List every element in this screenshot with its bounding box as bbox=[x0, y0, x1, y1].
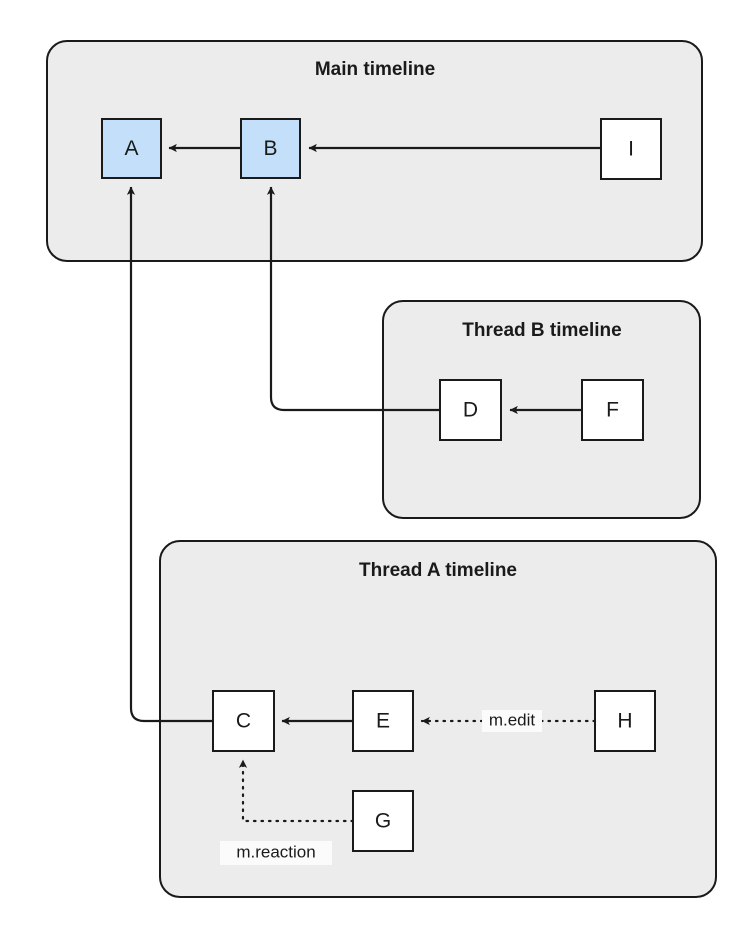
event-node-F[interactable]: F bbox=[581, 379, 644, 441]
event-node-E[interactable]: E bbox=[352, 690, 414, 752]
event-nodes: A B I D F C E H G bbox=[101, 118, 662, 852]
node-label-A: A bbox=[124, 137, 138, 160]
node-label-B: B bbox=[263, 137, 277, 160]
group-title-thread-b-timeline: Thread B timeline bbox=[462, 320, 621, 341]
event-node-B[interactable]: B bbox=[240, 118, 301, 179]
event-node-H[interactable]: H bbox=[594, 690, 656, 752]
edge-g-to-c bbox=[238, 758, 355, 823]
node-box-C[interactable] bbox=[212, 690, 275, 752]
edge-labels: m.edit m.reaction bbox=[220, 710, 542, 865]
edge-label-background-h-to-e bbox=[482, 710, 542, 732]
event-node-I[interactable]: I bbox=[600, 118, 662, 180]
node-box-G[interactable] bbox=[352, 790, 414, 852]
edge-label-g-to-c: m.reaction bbox=[236, 842, 315, 861]
event-node-C[interactable]: C bbox=[212, 690, 275, 752]
node-label-I: I bbox=[628, 138, 634, 161]
node-label-G: G bbox=[375, 810, 391, 833]
node-label-H: H bbox=[617, 710, 632, 733]
node-box-F[interactable] bbox=[581, 379, 644, 441]
group-title-thread-a-timeline: Thread A timeline bbox=[359, 560, 517, 581]
edge-c-to-a bbox=[126, 186, 213, 723]
node-box-E[interactable] bbox=[352, 690, 414, 752]
edge-label-background-g-to-c bbox=[220, 841, 332, 865]
node-box-H[interactable] bbox=[594, 690, 656, 752]
node-box-A[interactable] bbox=[101, 118, 162, 179]
event-node-A[interactable]: A bbox=[101, 118, 162, 179]
event-node-G[interactable]: G bbox=[352, 790, 414, 852]
node-box-B[interactable] bbox=[240, 118, 301, 179]
node-label-C: C bbox=[236, 710, 251, 733]
node-label-E: E bbox=[376, 710, 390, 733]
timeline-group-main-timeline: Main timeline bbox=[46, 40, 703, 262]
node-box-D[interactable] bbox=[439, 379, 502, 441]
event-node-D[interactable]: D bbox=[439, 379, 502, 441]
edges-layer bbox=[126, 143, 601, 823]
node-label-F: F bbox=[606, 399, 619, 422]
edge-label-h-to-e: m.edit bbox=[489, 710, 536, 729]
node-box-I[interactable] bbox=[600, 118, 662, 180]
edge-d-to-b bbox=[266, 186, 440, 412]
timeline-group-thread-a-timeline: Thread A timeline bbox=[159, 540, 717, 898]
group-container-main-timeline bbox=[46, 40, 703, 262]
group-container-thread-a-timeline bbox=[159, 540, 717, 898]
node-label-D: D bbox=[463, 399, 478, 422]
group-title-main-timeline: Main timeline bbox=[315, 59, 435, 80]
